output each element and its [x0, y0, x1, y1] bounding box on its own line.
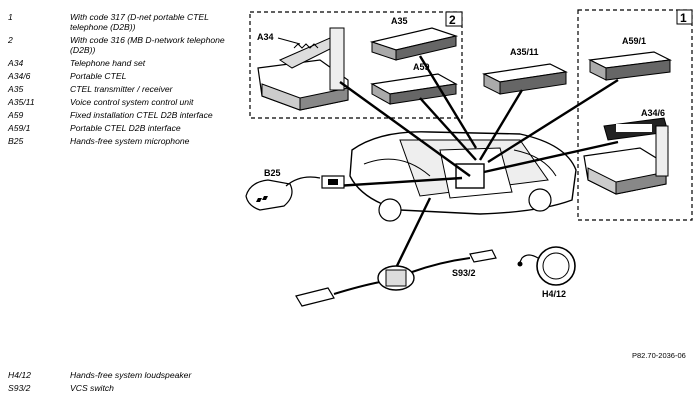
group-box-1: 1 — [577, 9, 693, 221]
legend-desc: Portable CTEL D2B interface — [70, 123, 181, 133]
legend-row-a59-1: A59/1 Portable CTEL D2B interface — [8, 123, 240, 133]
figure-reference: P82.70-2036-06 — [632, 351, 686, 360]
legend-code: H4/12 — [8, 370, 31, 380]
legend-code: A59/1 — [8, 123, 31, 133]
label-b25: B25 — [264, 168, 281, 178]
legend-desc: Telephone hand set — [70, 58, 146, 68]
legend-code: 1 — [8, 12, 13, 22]
legend-desc: Portable CTEL — [70, 71, 127, 81]
legend-desc: Hands-free system loudspeaker — [70, 370, 192, 380]
a35-11-module — [482, 63, 568, 95]
label-s93-2: S93/2 — [452, 268, 476, 278]
a34-6-portable-ctel — [583, 117, 669, 195]
legend-code: S93/2 — [8, 383, 31, 393]
legend-code: A35 — [8, 84, 24, 94]
legend-code: 2 — [8, 35, 13, 45]
label-a35: A35 — [391, 16, 408, 26]
legend-desc: With code 317 (D-net portable CTEL telep… — [70, 12, 209, 32]
h4-12-loudspeaker — [517, 246, 576, 286]
legend-row-h4-12: H4/12 Hands-free system loudspeaker — [8, 370, 268, 380]
legend-code: A34 — [8, 58, 24, 68]
legend-row-b25: B25 Hands-free system microphone — [8, 136, 240, 146]
a59-module — [370, 73, 458, 105]
box-2-number: 2 — [449, 13, 456, 27]
legend: 1 With code 317 (D-net portable CTEL tele… — [8, 12, 240, 149]
s93-2-vcs-switch — [295, 249, 497, 307]
legend-desc: With code 316 (MB D-network telephone (D… — [70, 35, 225, 55]
legend-row-2: 2 With code 316 (MB D-network telephone (… — [8, 35, 240, 55]
legend-row-a35-11: A35/11 Voice control system control unit — [8, 97, 240, 107]
label-a59-1: A59/1 — [622, 36, 646, 46]
legend-code: A59 — [8, 110, 24, 120]
legend-desc: Voice control system control unit — [70, 97, 194, 107]
legend-row-a34: A34 Telephone hand set — [8, 58, 240, 68]
car-outline — [349, 131, 577, 222]
a35-module — [369, 27, 459, 61]
label-h4-12: H4/12 — [542, 289, 566, 299]
legend-row-a34-6: A34/6 Portable CTEL — [8, 71, 240, 81]
legend-desc: VCS switch — [70, 383, 114, 393]
legend-desc: Fixed installation CTEL D2B interface — [70, 110, 213, 120]
label-a59: A59 — [413, 62, 430, 72]
legend-row-s93-2: S93/2 VCS switch — [8, 383, 268, 393]
label-a35-11: A35/11 — [510, 47, 539, 57]
legend-code: A35/11 — [8, 97, 35, 107]
label-a34-6: A34/6 — [641, 108, 665, 118]
connection-lines — [335, 55, 619, 273]
label-a34: A34 — [257, 32, 274, 42]
legend-row-a59: A59 Fixed installation CTEL D2B interface — [8, 110, 240, 120]
legend-row-a35: A35 CTEL transmitter / receiver — [8, 84, 240, 94]
legend-row-1: 1 With code 317 (D-net portable CTEL tele… — [8, 12, 240, 32]
legend-code: B25 — [8, 136, 24, 146]
legend-bottom: H4/12 Hands-free system loudspeaker S93/2… — [8, 370, 268, 396]
box-1-number: 1 — [680, 11, 687, 25]
a34-handset-console — [257, 27, 349, 111]
b25-microphone — [245, 175, 345, 211]
a59-1-module — [587, 51, 673, 81]
legend-code: A34/6 — [8, 71, 31, 81]
legend-desc: CTEL transmitter / receiver — [70, 84, 173, 94]
legend-desc: Hands-free system microphone — [70, 136, 190, 146]
group-box-2: 2 — [249, 11, 463, 119]
